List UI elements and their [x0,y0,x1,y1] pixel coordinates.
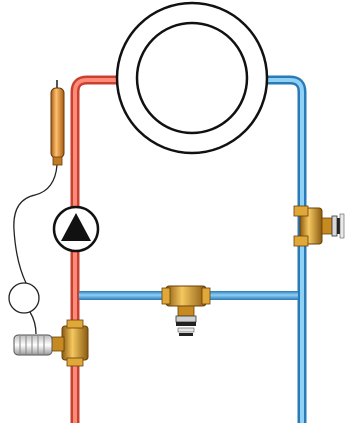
capillary-sensor-icon [8,80,65,335]
bypass-valve-icon [161,285,211,336]
return-pipe [262,75,307,423]
thermostatic-valve-icon [13,319,89,367]
supply-pipe [70,75,125,423]
circulation-pump-icon [52,205,100,253]
balancing-valve-icon [293,205,345,247]
heat-exchanger-icon [115,1,269,155]
